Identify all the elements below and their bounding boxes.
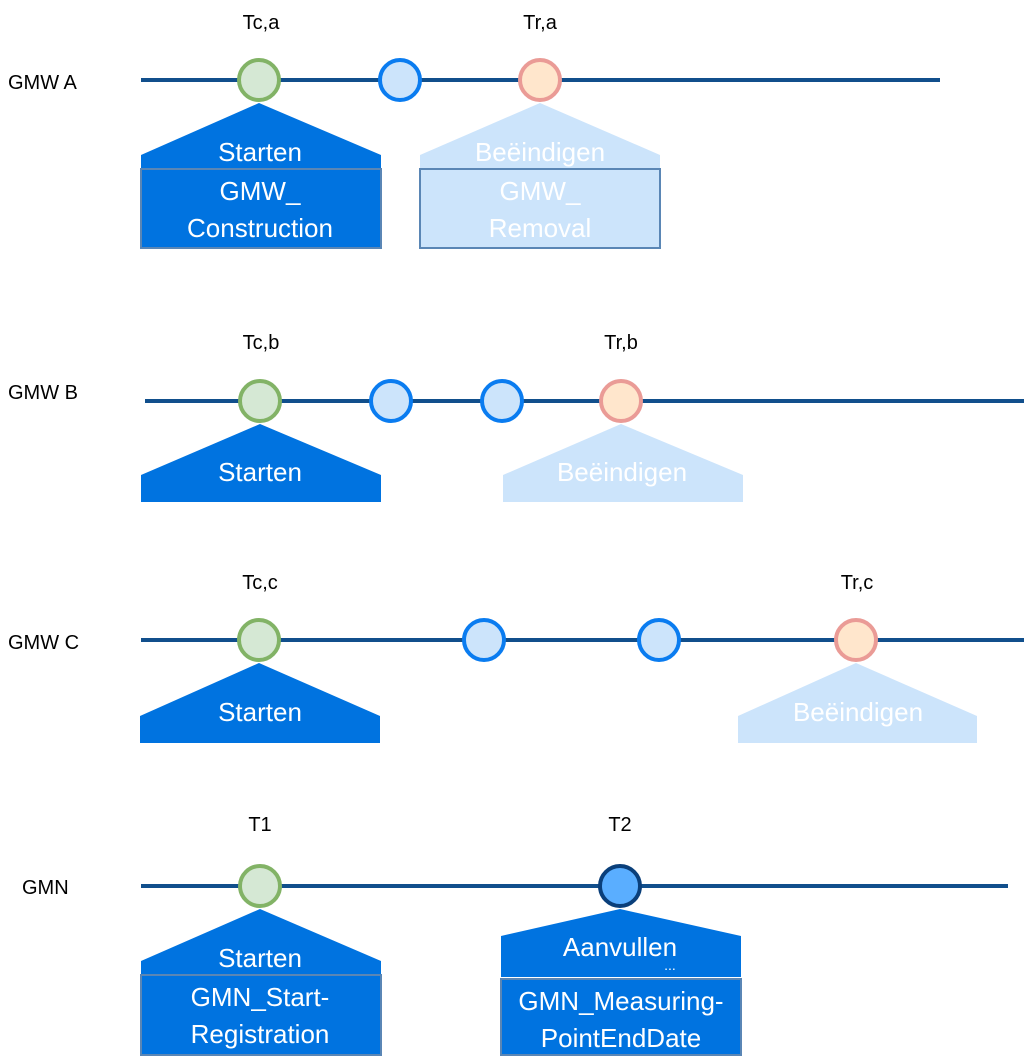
- aanvullen-action: [501, 909, 741, 977]
- beeindigen-action: [420, 103, 660, 168]
- gmw-removal-box: [419, 168, 661, 249]
- gmn-start-registration-box: [140, 974, 382, 1056]
- time-label-t2: T2: [608, 814, 631, 836]
- final-node: [598, 864, 642, 908]
- mid-node: [480, 379, 524, 423]
- gmn-start-registration-line1: GMN_Start-: [191, 982, 330, 1012]
- starten-action: [141, 424, 381, 502]
- time-label-tc-b: Tc,b: [243, 332, 280, 354]
- beeindigen-action: [503, 424, 743, 502]
- mid-node: [378, 58, 422, 102]
- start-node: [237, 618, 281, 662]
- starten-label: Starten: [218, 457, 302, 487]
- starten-label: Starten: [218, 697, 302, 727]
- beeindigen-label: Beëindigen: [793, 697, 923, 727]
- time-label-t1: T1: [248, 814, 271, 836]
- time-label-tr-a: Tr,a: [523, 12, 558, 34]
- starten-action: [140, 663, 380, 743]
- time-label-tc-a: Tc,a: [243, 12, 281, 34]
- end-node: [599, 379, 643, 423]
- gmn-start-registration-line2: Registration: [191, 1019, 330, 1049]
- beeindigen-label: Beëindigen: [475, 137, 605, 167]
- starten-action: [141, 103, 381, 168]
- beeindigen-action: [738, 663, 977, 743]
- end-node: [834, 618, 878, 662]
- starten-action: [141, 909, 381, 975]
- start-node: [238, 379, 282, 423]
- gmn-measuring-point-end-date-line1: GMN_Measuring-: [518, 986, 723, 1016]
- row-label-gmw-b: GMW B: [8, 382, 78, 404]
- start-node: [237, 58, 281, 102]
- gmw-removal-line2: Removal: [489, 213, 592, 243]
- mid-node: [462, 618, 506, 662]
- time-label-tr-c: Tr,c: [841, 572, 874, 594]
- row-gmw-b: GMW B Tc,b Tr,b Starten Beëindigen: [8, 332, 1024, 502]
- row-label-gmw-c: GMW C: [8, 632, 79, 654]
- mid-node: [637, 618, 681, 662]
- row-gmw-a: GMW A Tc,a Tr,a Starten GMW_ Constructio…: [8, 12, 940, 249]
- gmw-construction-box: [140, 168, 382, 249]
- starten-label: Starten: [218, 943, 302, 973]
- gmw-removal-line1: GMW_: [500, 176, 581, 206]
- row-gmw-c: GMW C Tc,c Tr,c Starten Beëindigen: [8, 572, 1024, 743]
- mid-node: [369, 379, 413, 423]
- aanvullen-label: Aanvullen: [563, 932, 677, 962]
- end-node: [518, 58, 562, 102]
- time-label-tc-c: Tc,c: [242, 572, 278, 594]
- row-label-gmn: GMN: [22, 877, 69, 899]
- gmw-construction-line2: Construction: [187, 213, 333, 243]
- gmw-construction-line1: GMW_: [220, 176, 301, 206]
- beeindigen-label: Beëindigen: [557, 457, 687, 487]
- start-node: [238, 864, 282, 908]
- row-gmn: GMN T1 T2 Starten GMN_Start- Registratio…: [22, 814, 1008, 1056]
- starten-label: Starten: [218, 137, 302, 167]
- gmn-measuring-point-end-date-box: [500, 978, 742, 1056]
- row-label-gmw-a: GMW A: [8, 72, 78, 94]
- gmn-measuring-point-end-date-line2: PointEndDate: [541, 1023, 701, 1053]
- time-label-tr-b: Tr,b: [604, 332, 638, 354]
- aanvullen-ellipsis: ...: [664, 957, 676, 973]
